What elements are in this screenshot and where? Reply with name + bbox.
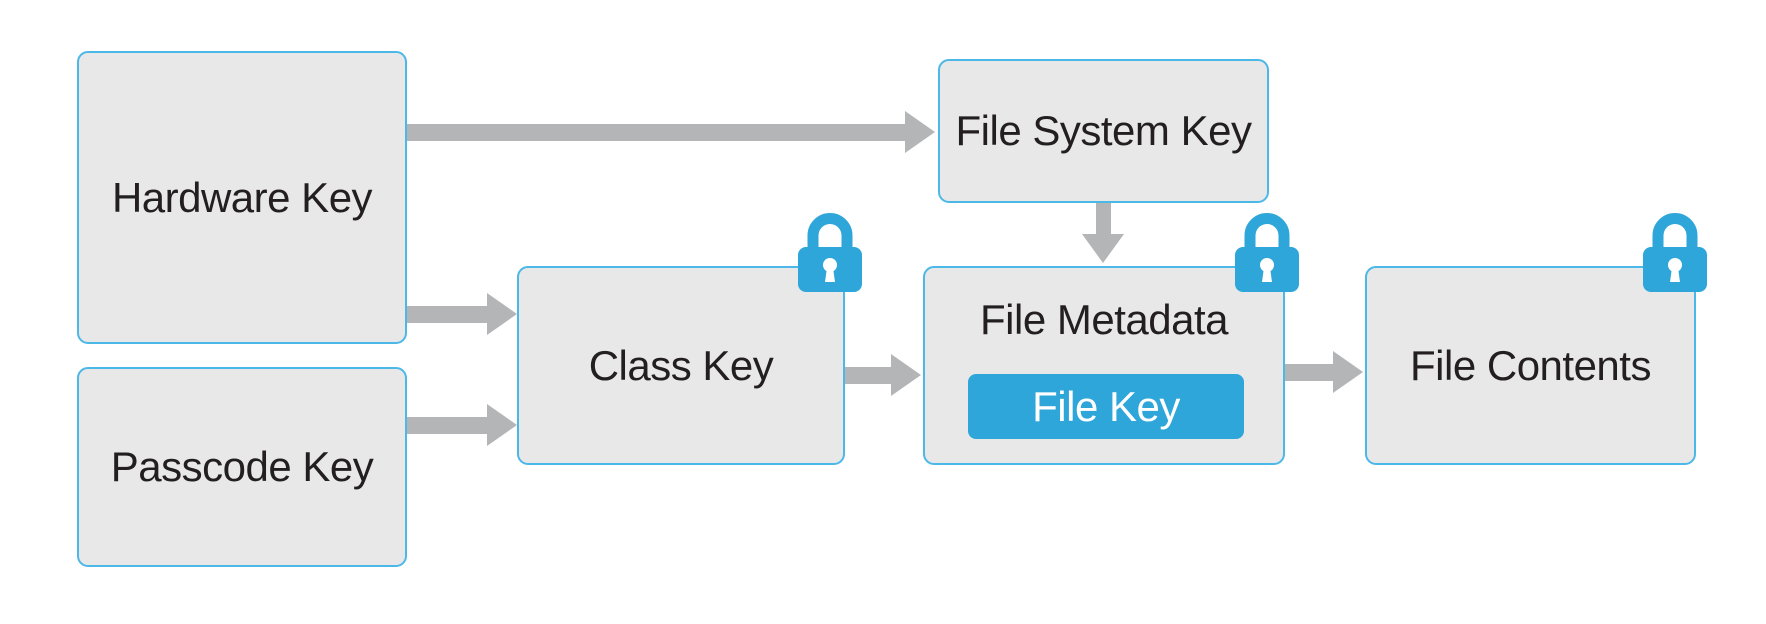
arrow-shaft — [407, 123, 905, 141]
arrow-shaft — [845, 366, 891, 384]
lock-icon — [1643, 213, 1707, 292]
arrow-head — [487, 404, 517, 446]
node-hardware-key: Hardware Key — [77, 51, 407, 344]
arrow-class-to-metadata — [845, 354, 921, 396]
node-label-text: File Metadata — [980, 296, 1228, 343]
node-label: File Metadata — [925, 268, 1283, 372]
arrow-shaft — [407, 305, 487, 323]
lock-icon — [1235, 213, 1299, 292]
arrow-metadata-to-contents — [1285, 351, 1363, 393]
node-file-metadata: File Metadata File Key — [923, 266, 1285, 465]
node-file-system-key: File System Key — [938, 59, 1269, 203]
node-class-key: Class Key — [517, 266, 845, 465]
node-label: Class Key — [588, 341, 774, 389]
arrow-head — [905, 111, 935, 153]
node-label: File System Key — [955, 107, 1252, 154]
arrow-filesystem-to-metadata — [1082, 203, 1124, 263]
arrow-shaft — [1095, 203, 1111, 234]
file-key-badge: File Key — [968, 374, 1244, 439]
node-file-contents: File Contents — [1365, 266, 1696, 465]
node-label: Hardware Key — [111, 173, 373, 221]
arrow-shaft — [407, 416, 487, 434]
badge-label: File Key — [1032, 382, 1180, 430]
lock-icon — [798, 213, 862, 292]
arrow-head — [487, 293, 517, 335]
node-passcode-key: Passcode Key — [77, 367, 407, 567]
arrow-hardware-to-class — [407, 293, 517, 335]
arrow-passcode-to-class — [407, 404, 517, 446]
arrow-shaft — [1285, 363, 1333, 381]
arrow-head — [891, 354, 921, 396]
arrow-hardware-to-filesystem — [407, 111, 935, 153]
arrow-head — [1082, 234, 1124, 263]
node-label: File Contents — [1410, 341, 1651, 389]
arrow-head — [1333, 351, 1363, 393]
node-label: Passcode Key — [110, 443, 374, 490]
